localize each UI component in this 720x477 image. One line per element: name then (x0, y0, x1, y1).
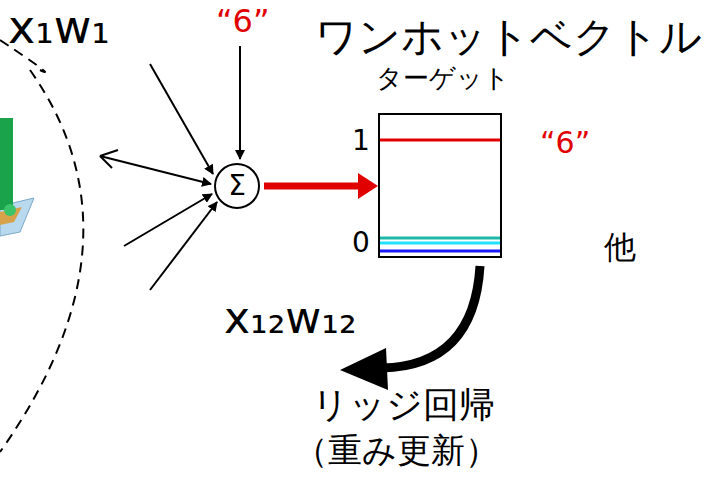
method-label: リッジ回帰 (312, 385, 495, 425)
target-digit: “6” (216, 4, 270, 39)
update-arrow (340, 266, 480, 390)
node-heading: ワンホットベクトル (315, 14, 702, 60)
target-box: ワンホットベクトルターゲット (378, 113, 502, 258)
target-levels (380, 140, 500, 251)
device-icon (0, 118, 34, 236)
weight-label: x₁₂w₁₂ (224, 294, 357, 342)
level-value: 0 (352, 228, 370, 259)
class-label: “6” (540, 126, 590, 159)
level-value: 1 (352, 126, 370, 157)
dashed-boundary (0, 70, 83, 452)
input-lines (100, 64, 217, 290)
sum-node: Σ (214, 163, 260, 209)
output-arrow (264, 173, 378, 199)
weight-label: x₁w₁ (8, 2, 110, 53)
method-label: （重み更新） (294, 432, 499, 469)
target-arrow (239, 46, 241, 159)
class-label: 他 (604, 230, 636, 265)
node-heading: ターゲット (376, 64, 510, 93)
node-symbol: Σ (228, 171, 246, 202)
